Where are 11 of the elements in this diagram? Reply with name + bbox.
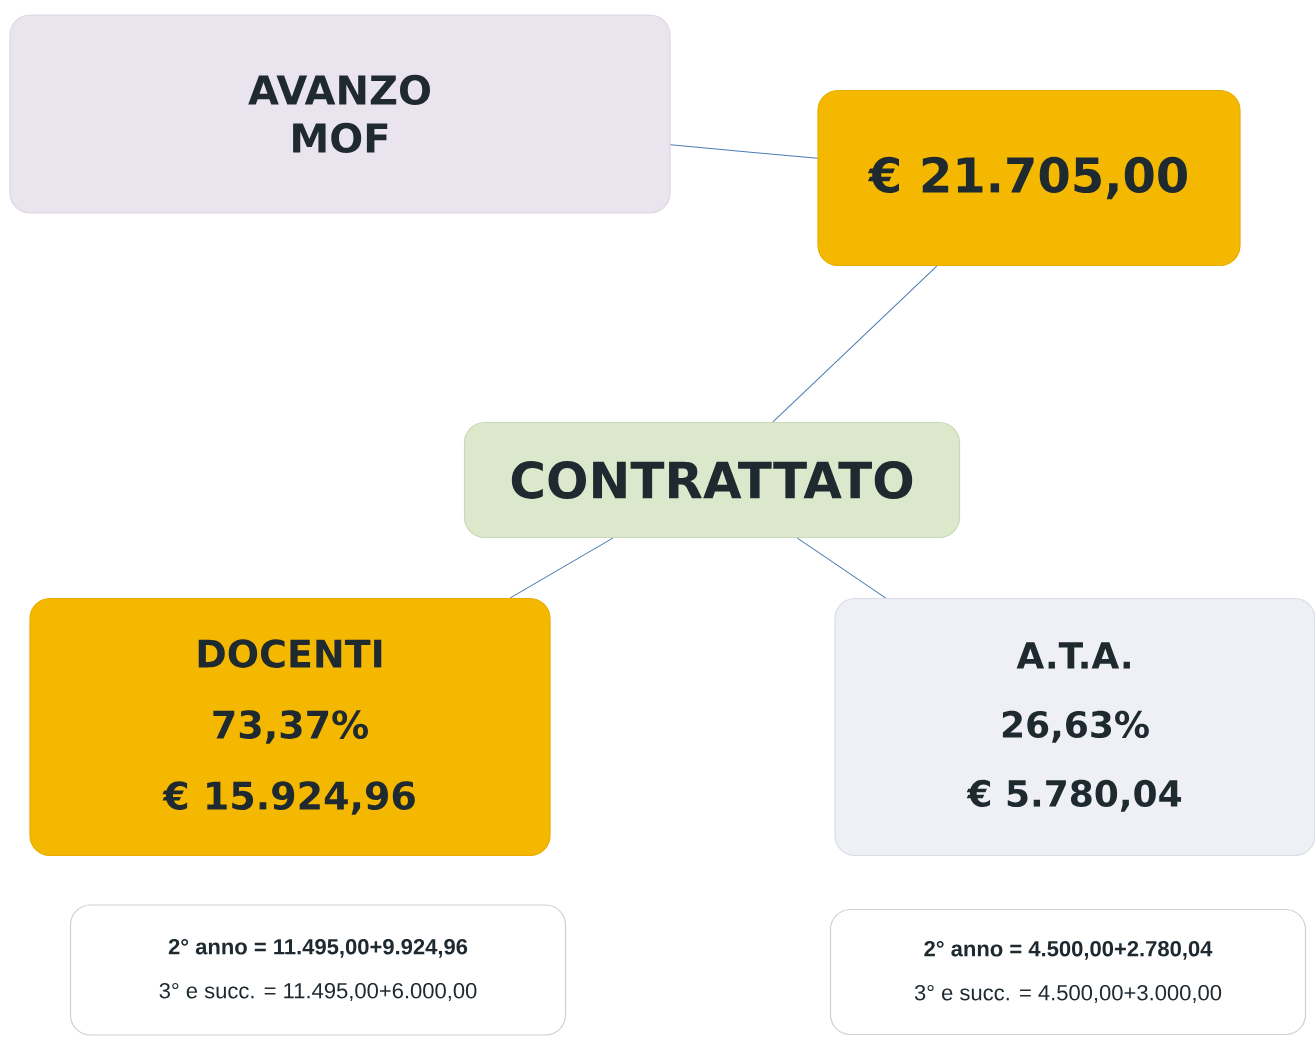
amount-box: € 21.705,00: [817, 89, 1241, 267]
title-box: AVANZO MOF: [9, 14, 671, 214]
connector-line: [670, 144, 818, 159]
connector-line: [772, 265, 938, 423]
category-box: DOCENTI 73,37% € 15.924,96: [29, 597, 551, 857]
connector-line: [509, 537, 614, 599]
note-box: 2° anno = 4.500,00+2.780,04 3° e succ. = 4.500,00+3.000,00: [829, 908, 1307, 1036]
category-box: CONTRATTATO: [463, 421, 961, 539]
note-box: 2° anno = 11.495,00+9.924,96 3° e succ. = 11.495,00+6.000,00: [69, 904, 567, 1036]
category-box: A.T.A. 26,63% € 5.780,04: [834, 597, 1315, 857]
connector-line: [796, 537, 886, 599]
